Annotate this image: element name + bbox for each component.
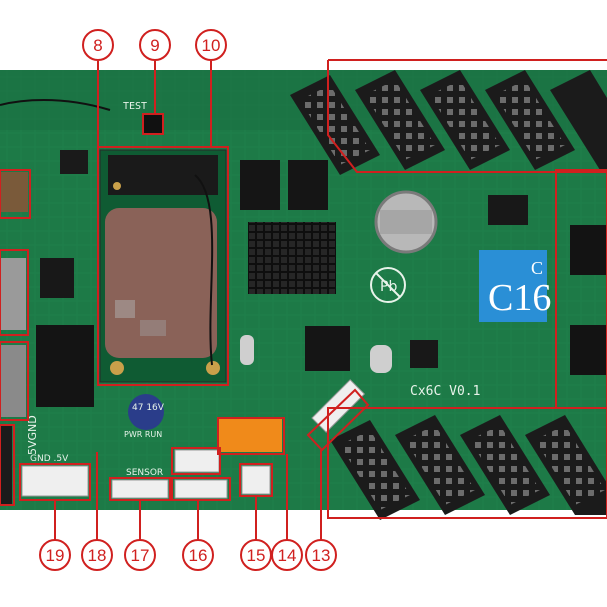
svg-text:14: 14 <box>278 546 297 565</box>
svg-text:10: 10 <box>202 36 221 55</box>
callouts: 8 9 10 13 14 15 16 17 <box>39 29 337 571</box>
callout-14: 14 <box>271 539 303 571</box>
chip-label: C16 C <box>479 250 551 322</box>
callout-9: 9 <box>139 29 171 61</box>
svg-text:18: 18 <box>88 546 107 565</box>
callout-8: 8 <box>82 29 114 61</box>
crystals <box>240 335 392 373</box>
callout-15: 15 <box>240 539 272 571</box>
svg-text:13: 13 <box>312 546 331 565</box>
orange-relay <box>218 418 282 452</box>
test-label: TEST <box>123 101 147 112</box>
module-highlight <box>97 146 229 386</box>
callout-16: 16 <box>182 539 214 571</box>
bottom-hub-connectors <box>330 415 607 520</box>
callout-17: 17 <box>124 539 156 571</box>
coin-battery <box>374 190 438 254</box>
sensor-label: SENSOR <box>126 468 163 478</box>
callout-19: 19 <box>39 539 71 571</box>
bottom-hub-highlight <box>327 407 607 519</box>
chip-label-main: C16 <box>488 277 551 319</box>
top-hub-connectors <box>290 70 607 175</box>
svg-text:15: 15 <box>247 546 266 565</box>
left-edge-connectors <box>0 172 28 505</box>
capacitor: 47 16V <box>128 394 165 430</box>
chip-label-sup: C <box>531 258 543 278</box>
svg-text:16: 16 <box>189 546 208 565</box>
callout-13: 13 <box>305 539 337 571</box>
callout-10: 10 <box>195 29 227 61</box>
svg-text:19: 19 <box>46 546 65 565</box>
callout-18: 18 <box>81 539 113 571</box>
svg-text:Pb: Pb <box>380 279 397 295</box>
capacitor-label: 47 16V <box>132 403 165 413</box>
test-button <box>142 113 164 135</box>
board-model-label: Cx6C V0.1 <box>410 384 480 399</box>
svg-text:9: 9 <box>150 36 159 55</box>
pwr-run-label: PWR RUN <box>124 430 162 439</box>
chips <box>36 150 607 407</box>
pb-free-icon: Pb <box>370 267 406 303</box>
svg-text:8: 8 <box>93 36 102 55</box>
gnd-5v-label: GND .5V <box>30 454 69 464</box>
wireless-module <box>0 99 227 383</box>
5vgnd-label: 5VGND <box>26 415 39 455</box>
callout-leaders <box>54 61 322 540</box>
svg-text:17: 17 <box>131 546 150 565</box>
